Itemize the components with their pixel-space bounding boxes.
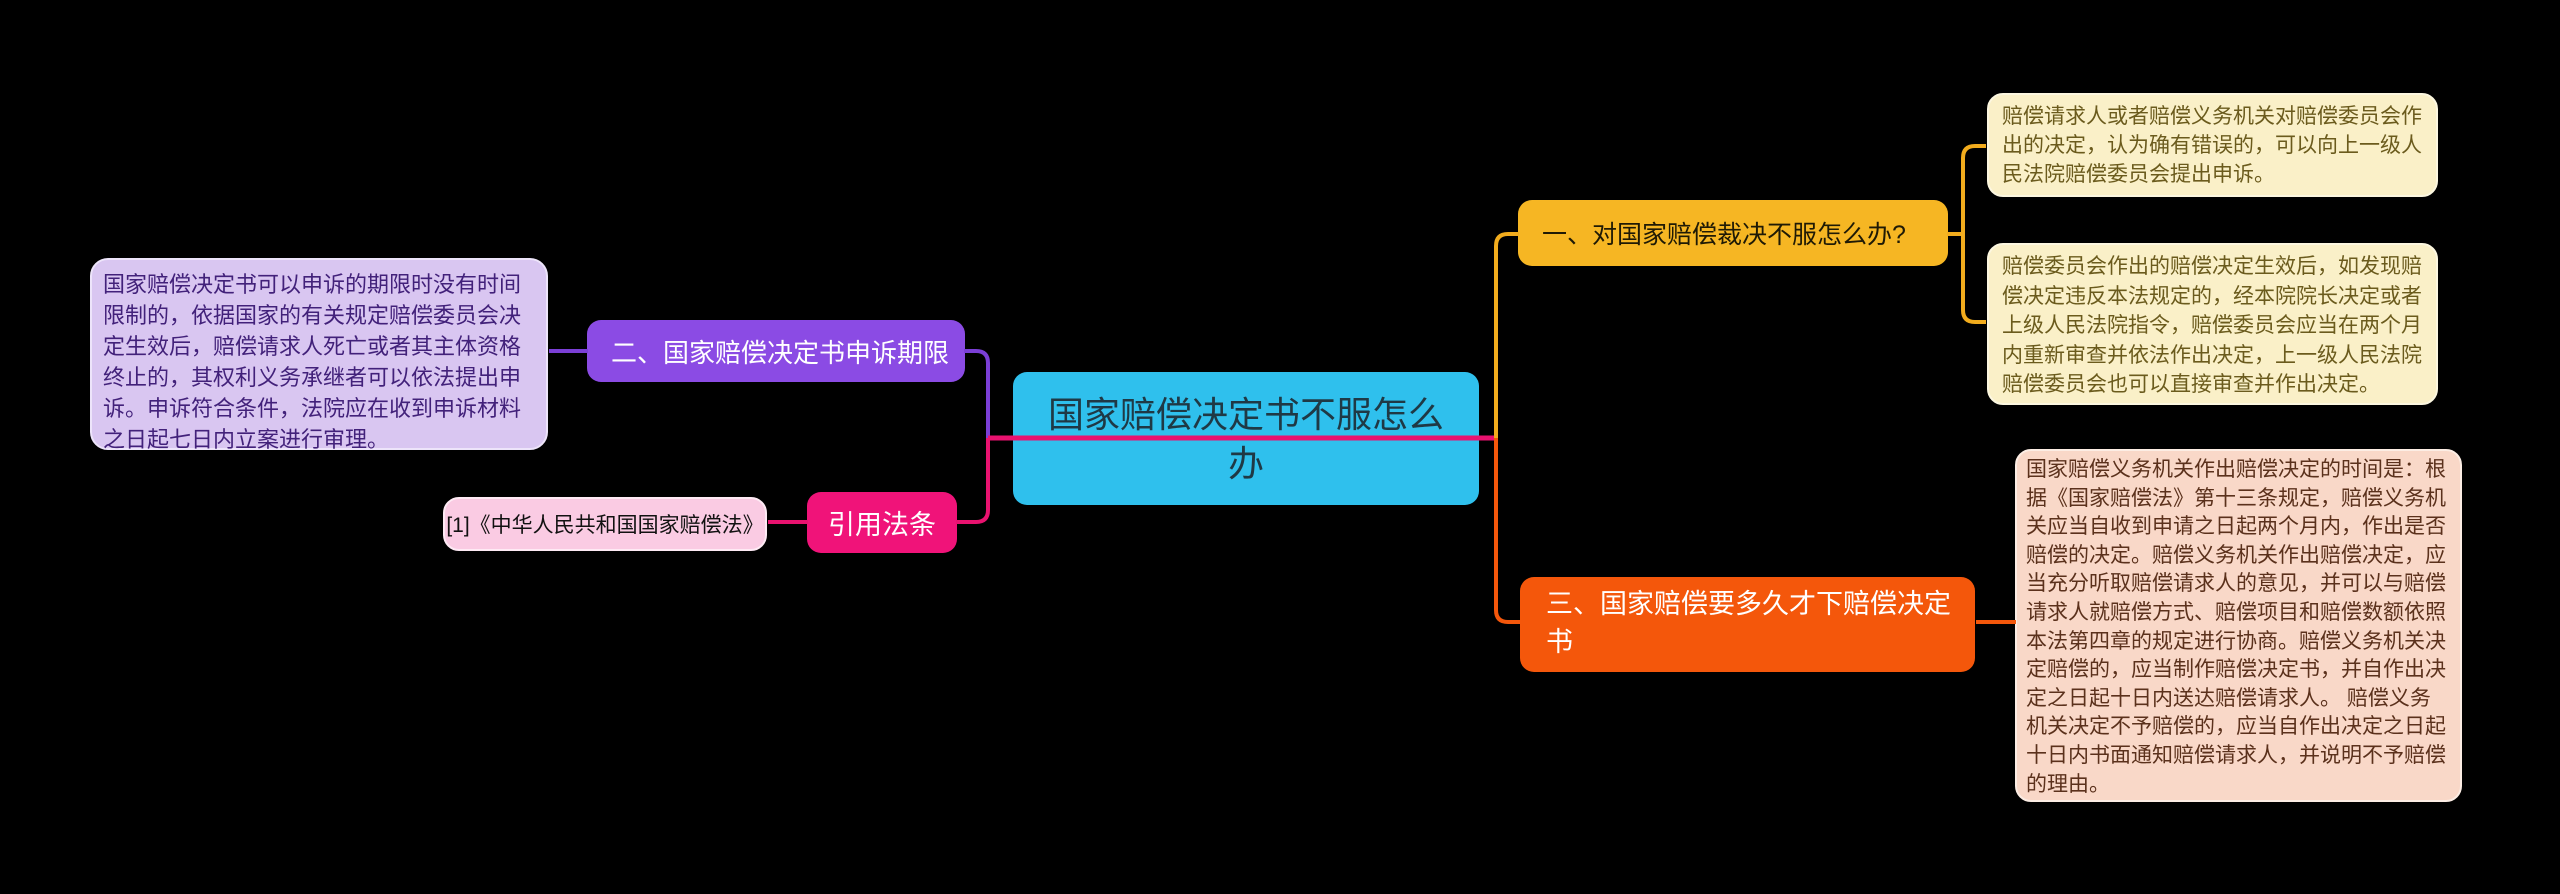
connector-center-to-dissatisfied-node [1494,232,1519,438]
appeal-period-detail-box[interactable]: 国家赔偿决定书可以申诉的期限时没有时间限制的，依据国家的有关规定赔偿委员会决定生… [90,258,548,452]
citation-box[interactable]: [1]《中华人民共和国国家赔偿法》 [443,497,767,551]
dissatisfied-ruling-detail-box-2[interactable]: 赔偿委员会作出的赔偿决定生效后，如发现赔偿决定违反本法规定的，经本院院长决定或者… [1987,243,2438,405]
connector-center-to-decision-time-node [1494,438,1521,624]
connector-citation-node-to-center [956,438,990,524]
decision-time-detail-box[interactable]: 国家赔偿义务机关作出赔偿决定的时间是：根据《国家赔偿法》第十三条规定，赔偿义务机… [2015,449,2462,802]
connector-appeal-node-to-center [964,349,990,438]
central-topic-node[interactable]: 国家赔偿决定书不服怎么办 [1013,372,1479,505]
appeal-period-node[interactable]: 二、国家赔偿决定书申诉期限 [587,320,965,382]
cited-law-node[interactable]: 引用法条 [807,492,957,553]
connector-dissatisfied-node-bracket [1947,144,1986,324]
dissatisfied-ruling-node[interactable]: 一、对国家赔偿裁决不服怎么办? [1518,200,1948,266]
decision-time-node[interactable]: 三、国家赔偿要多久才下赔偿决定书 [1520,577,1975,672]
dissatisfied-ruling-detail-box-1[interactable]: 赔偿请求人或者赔偿义务机关对赔偿委员会作出的决定，认为确有错误的，可以向上一级人… [1987,93,2438,197]
